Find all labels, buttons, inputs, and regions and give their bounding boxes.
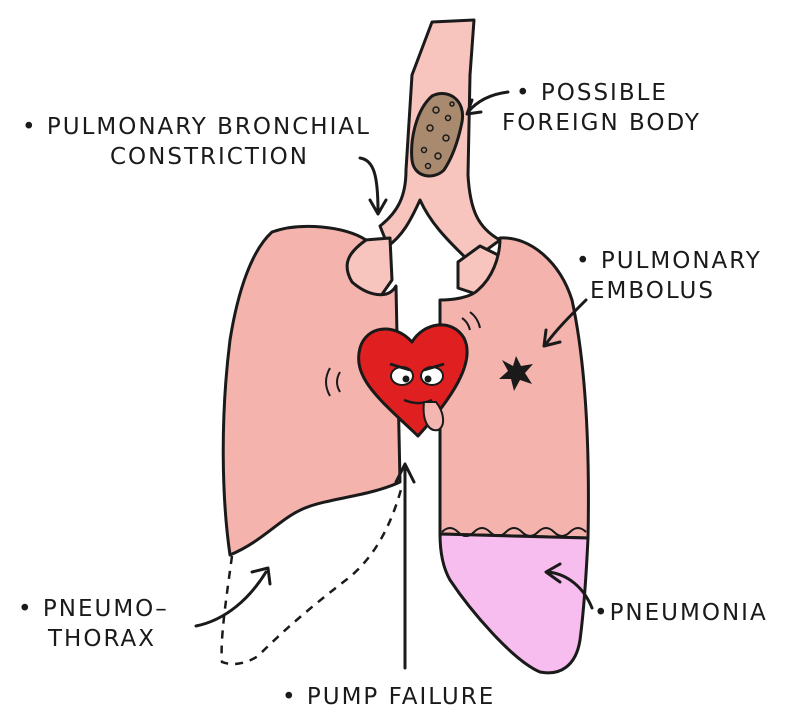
label-pneumothorax: • PNEUMO– THORAX xyxy=(18,594,169,654)
label-pneumonia: •PNEUMONIA xyxy=(594,598,768,628)
pneumothorax-arrow xyxy=(196,572,266,626)
label-bronchial-constriction: • PULMONARY BRONCHIAL CONSTRICTION xyxy=(22,112,371,172)
label-foreign-body: • POSSIBLE FOREIGN BODY xyxy=(516,78,701,138)
label-pulmonary-embolus: • PULMONARY EMBOLUS xyxy=(576,246,762,306)
label-pump-failure: • PUMP FAILURE xyxy=(282,682,495,712)
pneumonia-area xyxy=(440,534,588,673)
